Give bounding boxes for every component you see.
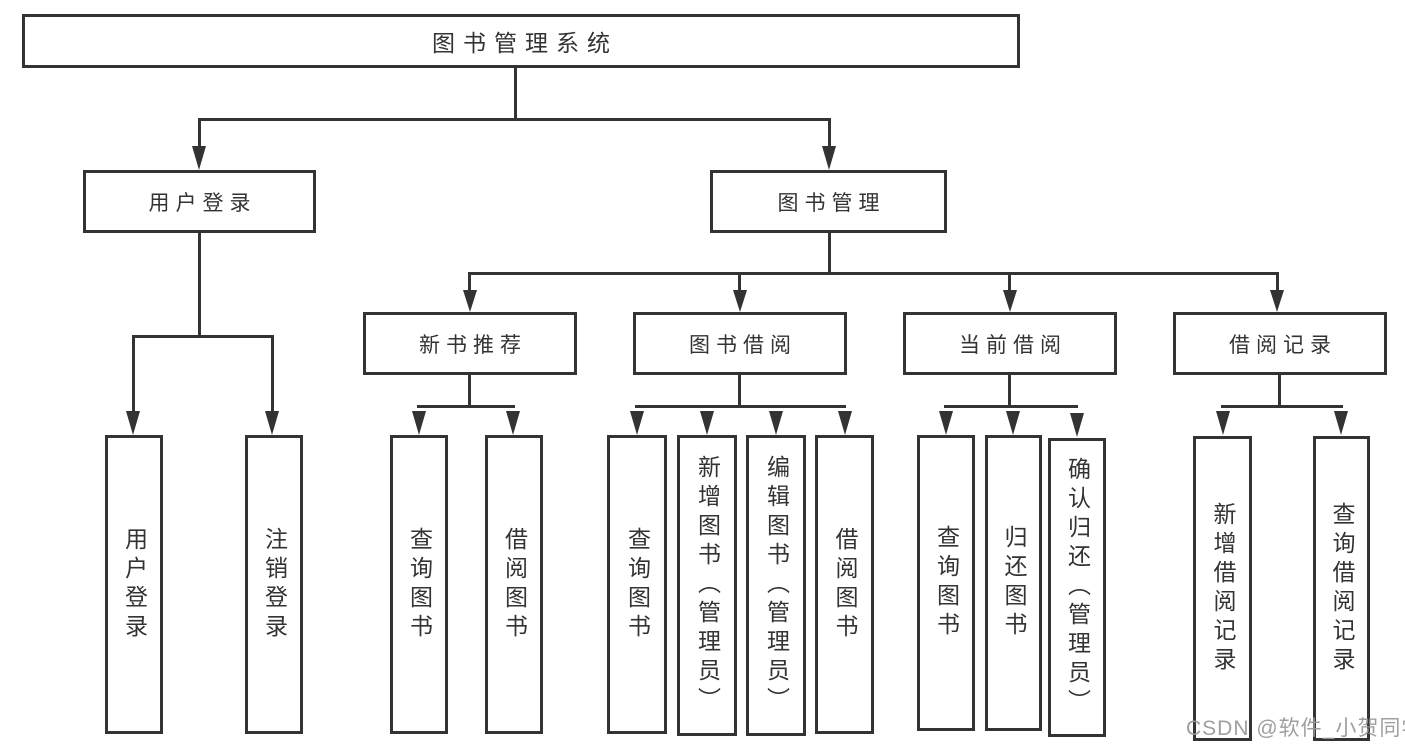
node-borrowing-records: 借阅记录 [1173,312,1387,375]
connector-line [828,233,831,274]
node-label: 图书管理系统 [432,30,618,56]
node-label: 图书借阅 [689,333,797,357]
connector-line [132,335,135,413]
node-book-management-module: 图书管理 [710,170,947,233]
node-label: 借阅图书 [832,526,858,643]
connector-line [514,68,517,118]
node-leaf-borrow-borrow-books: 借阅图书 [815,435,874,734]
node-leaf-logout: 注销登录 [245,435,303,734]
node-leaf-recommend-query-books: 查询图书 [390,435,448,734]
arrowhead [1334,411,1348,435]
connector-line [469,272,1279,275]
arrowhead [838,411,852,435]
arrowhead [769,411,783,435]
node-label: 注销登录 [261,526,288,643]
node-label: 借阅图书 [501,526,528,643]
node-label: 新书推荐 [419,333,527,357]
connector-line [468,272,471,292]
node-new-book-recommendation: 新书推荐 [363,312,577,375]
node-leaf-borrow-add-books-admin: 新增图书（管理员） [677,435,737,736]
arrowhead [1006,411,1020,435]
node-label: 编辑图书（管理员） [763,455,790,716]
connector-line [133,335,274,338]
connector-line [1276,272,1279,292]
connector-line [417,405,515,408]
connector-line [198,118,201,148]
connector-line [738,375,741,407]
node-label: 当前借阅 [959,333,1067,357]
node-label: 用户登录 [148,191,257,215]
arrowhead [506,411,520,435]
arrowhead [126,411,140,435]
connector-line [468,375,471,407]
connector-line [1221,405,1343,408]
arrowhead [1003,290,1017,312]
arrowhead [822,146,836,170]
arrowhead [733,290,747,312]
arrowhead [1070,413,1084,437]
connector-line [944,405,1078,408]
node-label: 新增借阅记录 [1210,501,1236,676]
node-leaf-records-query-record: 查询借阅记录 [1313,436,1370,741]
connector-line [271,335,274,413]
node-label: 归还图书 [1001,525,1027,641]
arrowhead [463,290,477,312]
connector-line [1278,375,1281,407]
arrowhead [1270,290,1284,312]
arrowhead [412,411,426,435]
node-leaf-records-add-record: 新增借阅记录 [1193,436,1252,741]
node-leaf-borrow-query-books: 查询图书 [607,435,667,734]
node-label: 借阅记录 [1229,333,1337,357]
arrowhead [700,411,714,435]
connector-line [635,405,846,408]
node-book-borrowing: 图书借阅 [633,312,847,375]
connector-line [1008,272,1011,292]
connector-line [738,272,741,292]
node-user-login-module: 用户登录 [83,170,316,233]
node-current-borrowing: 当前借阅 [903,312,1117,375]
node-leaf-current-query-books: 查询图书 [917,435,975,731]
node-label: 图书管理 [777,191,886,215]
connector-line [198,118,831,121]
node-label: 确认归还（管理员） [1064,457,1091,718]
connector-line [1008,375,1011,407]
node-label: 查询图书 [933,525,960,641]
node-leaf-user-login: 用户登录 [105,435,163,734]
node-label: 查询图书 [624,526,651,643]
arrowhead [265,411,279,435]
node-leaf-current-confirm-return-admin: 确认归还（管理员） [1048,438,1106,737]
node-leaf-borrow-edit-books-admin: 编辑图书（管理员） [746,435,806,736]
node-label: 用户登录 [121,526,148,643]
node-leaf-recommend-borrow-books: 借阅图书 [485,435,543,734]
arrowhead [1216,411,1230,435]
connector-line [828,118,831,148]
connector-line [198,233,201,337]
node-label: 新增图书（管理员） [694,455,721,716]
arrowhead [630,411,644,435]
arrowhead [192,146,206,170]
node-leaf-current-return-books: 归还图书 [985,435,1042,731]
node-label: 查询借阅记录 [1329,501,1355,676]
csdn-watermark: CSDN @软件_小贺同学 [1186,717,1405,740]
arrowhead [939,411,953,435]
node-root-library-system: 图书管理系统 [22,14,1020,68]
node-label: 查询图书 [406,526,433,643]
